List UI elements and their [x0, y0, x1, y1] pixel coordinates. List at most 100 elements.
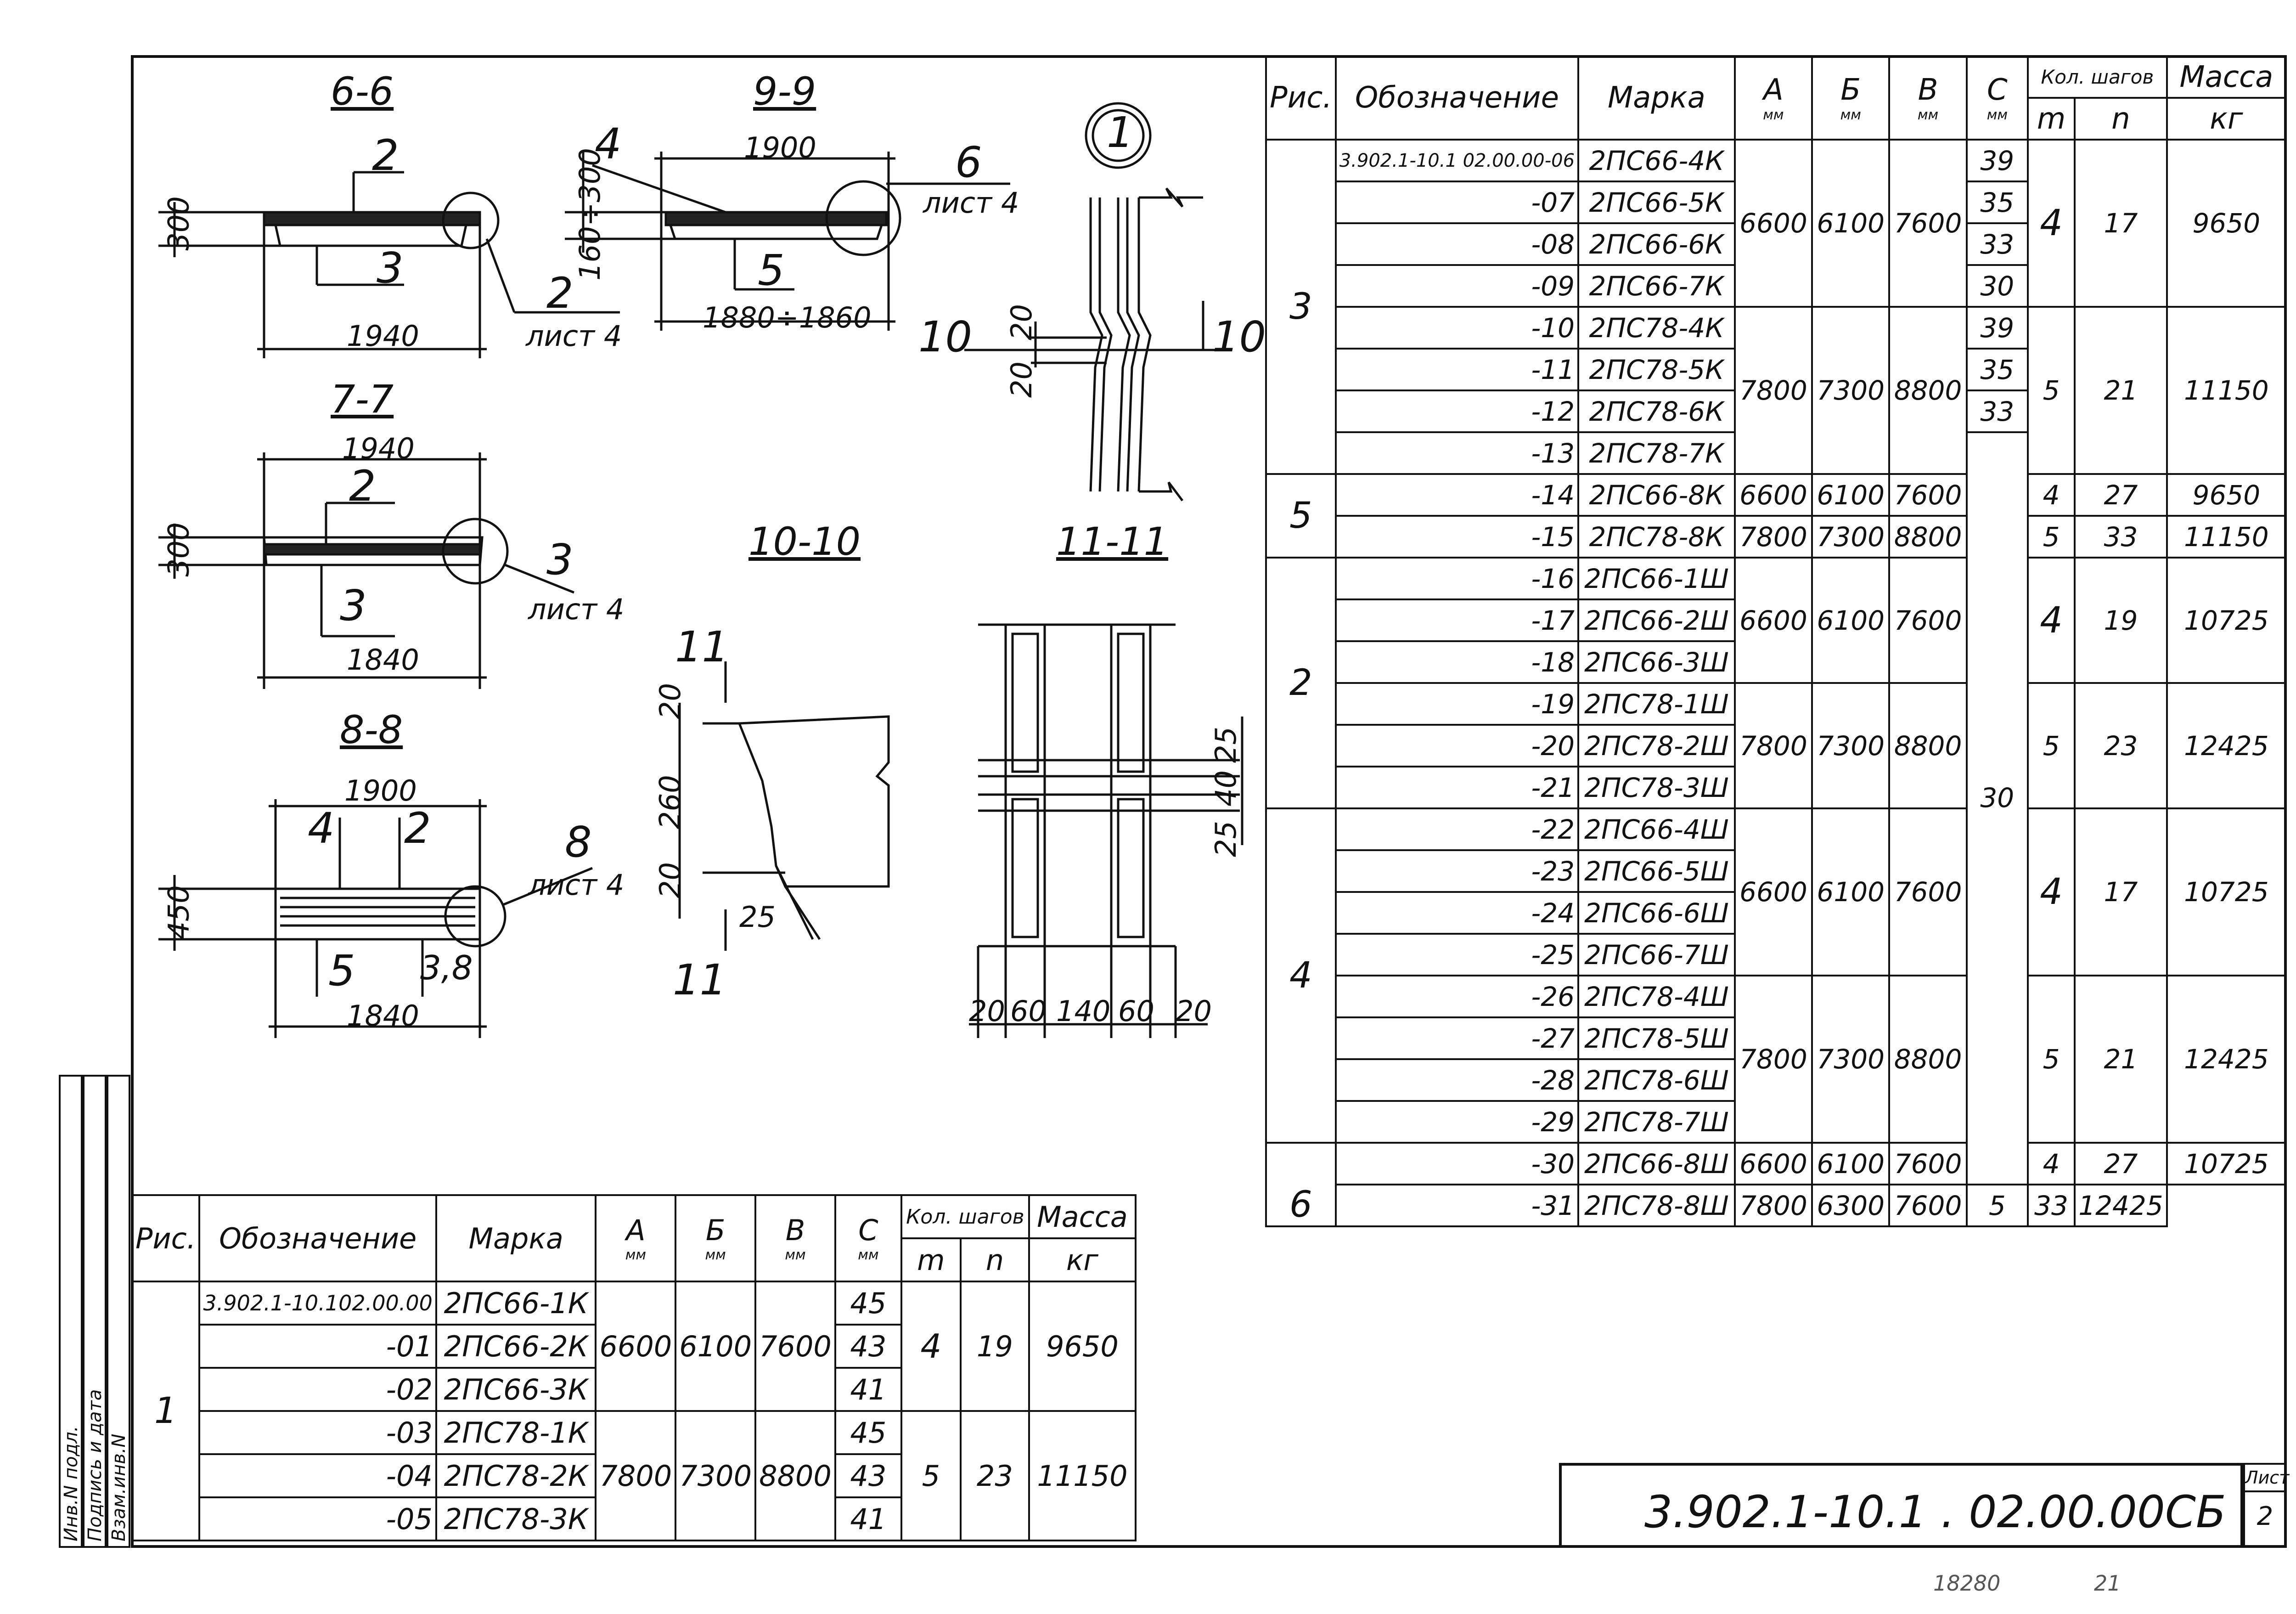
mark-cell: 2ПС66-1Ш: [1577, 557, 1736, 600]
sheet-label: Лист: [2245, 1465, 2289, 1492]
b-cell: 6100: [1811, 807, 1891, 976]
hdr-m: m: [2026, 97, 2076, 141]
a-cell: 7800: [1733, 682, 1813, 809]
table-row: -09 2ПС66-7К 30: [1266, 264, 2286, 308]
hdr-b-unit: мм: [705, 1247, 726, 1263]
s66-ref-sheet: лист 4: [526, 319, 622, 353]
n-cell: 33: [2026, 1184, 2076, 1227]
hdr-n: n: [2074, 97, 2168, 141]
c-cell: 43: [834, 1453, 902, 1498]
b-cell: 6100: [1811, 1142, 1891, 1185]
m-cell: 5: [1965, 1184, 2029, 1227]
b-cell: 7300: [675, 1410, 757, 1541]
section-title-11-11: 11-11: [1056, 519, 1169, 564]
code-cell: -04: [198, 1453, 437, 1498]
hdr-a-text: А: [1763, 73, 1784, 107]
n-cell: 27: [2074, 1142, 2168, 1185]
hdr-v-unit: мм: [785, 1247, 806, 1263]
a-cell: 6600: [1733, 1142, 1813, 1185]
mass-cell: 9650: [2166, 473, 2287, 517]
s88-pos-left: 4: [308, 804, 335, 853]
sheet-number: 2: [2257, 1501, 2273, 1531]
b-cell: 7300: [1811, 975, 1891, 1144]
v-cell: 7600: [1888, 1142, 1968, 1185]
v-cell: 7600: [1888, 1184, 1968, 1227]
code-cell: -01: [198, 1324, 437, 1369]
node1-cut-right: 10: [1212, 312, 1266, 361]
b-cell: 6300: [1811, 1184, 1891, 1227]
mass-cell: 11150: [2166, 515, 2287, 559]
table-row: -12 2ПС78-6К 33: [1266, 389, 2286, 433]
hdr-c-text: С: [1986, 73, 2008, 107]
side-stamp-text-2: Подпись и дата: [84, 1389, 106, 1541]
mark-cell: 2ПС66-2К: [435, 1324, 597, 1369]
code-cell: -20: [1334, 724, 1580, 767]
s1111-dim-v3: 25: [1209, 821, 1243, 857]
mark-cell: 2ПС66-1К: [435, 1281, 597, 1326]
node1-dim-1: 20: [1004, 304, 1038, 340]
s88-width-top: 1900: [344, 774, 417, 807]
a-cell: 6600: [1733, 139, 1813, 308]
mass-cell: 12425: [2166, 975, 2287, 1144]
section-title-9-9: 9-9: [753, 69, 816, 114]
mass-cell: 11150: [1028, 1410, 1137, 1541]
table-row: 1 3.902.1-10.102.00.00 2ПС66-1К 6600 610…: [130, 1281, 1137, 1541]
mass-cell: 12425: [2074, 1184, 2168, 1227]
s1010-dim-3: 20: [653, 862, 687, 898]
mark-cell: 2ПС66-5Ш: [1577, 849, 1736, 893]
hdr-a-unit: мм: [1763, 107, 1784, 123]
c-cell: 39: [1965, 306, 2029, 350]
n-cell: 23: [959, 1410, 1030, 1541]
ris-cell: 3: [1265, 139, 1337, 475]
title-block: 3.902.1-10.1 . 02.00.00СБ: [1559, 1463, 2243, 1548]
mark-cell: 2ПС78-1Ш: [1577, 682, 1736, 726]
code-cell: -23: [1334, 849, 1580, 893]
mass-cell: 10725: [2166, 557, 2287, 684]
node1-cut-left: 10: [918, 312, 973, 361]
hdr-kg: кг: [1028, 1237, 1137, 1282]
mass-cell: 11150: [2166, 306, 2287, 475]
code-cell: -25: [1334, 933, 1580, 976]
mark-cell: 2ПС66-4К: [1577, 139, 1736, 182]
c-cell: 41: [834, 1367, 902, 1412]
a-cell: 7800: [1733, 1184, 1813, 1227]
code-cell: -31: [1334, 1184, 1580, 1227]
hdr-kol: Кол. шагов: [2026, 55, 2168, 99]
table-row: -27 2ПС78-5Ш: [1266, 1016, 2286, 1060]
s77-width-bottom: 1840: [347, 643, 419, 677]
table-row: -15 2ПС78-8К 7800 7300 8800 5 33 11150: [1266, 515, 2287, 559]
table-row: -24 2ПС66-6Ш: [1266, 891, 2286, 935]
table-row: -10 2ПС78-4К 7800 7300 8800 39 5 21 1115…: [1266, 306, 2287, 475]
hdr-n: n: [959, 1237, 1030, 1282]
ris-cell: 5: [1265, 473, 1337, 559]
mark-cell: 2ПС78-2Ш: [1577, 724, 1736, 767]
sheet-number-box: Лист 2: [2243, 1463, 2289, 1548]
hdr-marka: Марка: [1577, 55, 1736, 141]
c-cell: 35: [1965, 181, 2029, 224]
hdr-b-unit: мм: [1840, 107, 1861, 123]
header-row-2: m n кг: [1266, 97, 2287, 141]
s77-pos-top: 2: [349, 462, 376, 511]
code-cell: -08: [1334, 222, 1580, 266]
table-row: 5 -14 2ПС66-8К 6600 6100 7600 4 27 9650: [1265, 473, 2287, 559]
table-row: -20 2ПС78-2Ш: [1266, 724, 2286, 767]
hdr-marka: Марка: [435, 1194, 597, 1282]
b-cell: 6100: [1811, 139, 1891, 308]
code-cell: -14: [1334, 473, 1580, 517]
code-cell: -12: [1334, 389, 1580, 433]
table-row: -28 2ПС78-6Ш: [1266, 1058, 2286, 1102]
mark-cell: 2ПС78-7К: [1577, 431, 1736, 475]
table-row: -25 2ПС66-7Ш: [1266, 933, 2286, 976]
hdr-b-text: Б: [705, 1213, 726, 1247]
mark-cell: 2ПС78-5Ш: [1577, 1016, 1736, 1060]
node1-dim-2: 20: [1004, 361, 1038, 398]
mark-cell: 2ПС66-4Ш: [1577, 807, 1736, 851]
table-row: -01 2ПС66-2К 43: [132, 1324, 1136, 1369]
